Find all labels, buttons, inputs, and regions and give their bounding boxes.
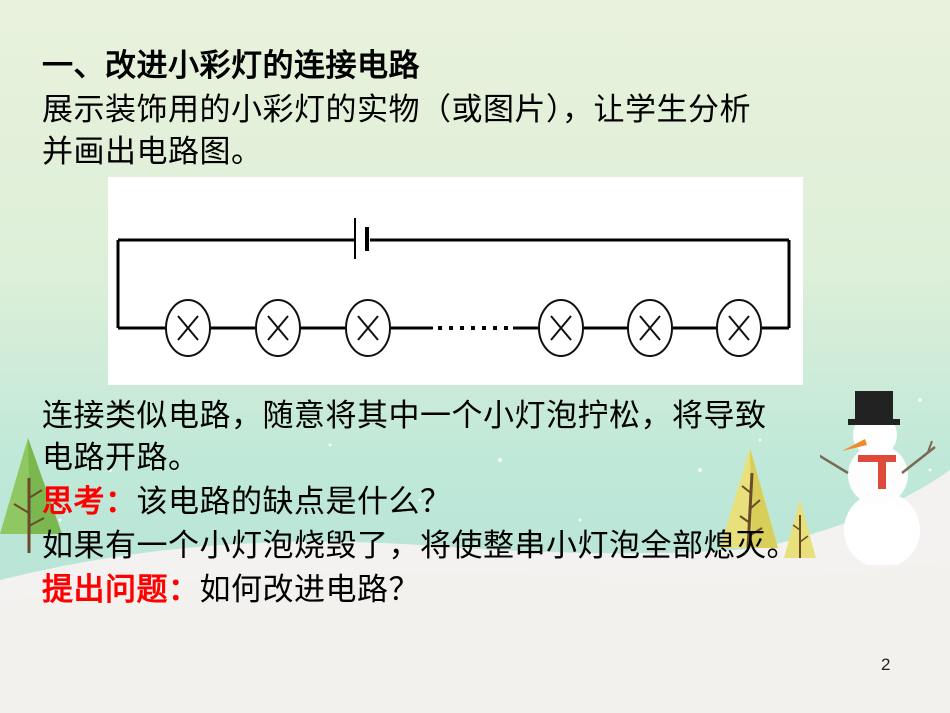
lamp-symbol: [255, 299, 301, 357]
pine-tree-icon: [0, 438, 62, 553]
intro-line-2: 并画出电路图。: [42, 134, 263, 170]
series-circuit-diagram: [108, 177, 803, 385]
lamp-symbol: [165, 299, 211, 357]
pine-tree-icon: [784, 500, 816, 558]
question-line: 提出问题：如何改进电路？: [42, 571, 420, 610]
pine-tree-icon: [720, 448, 778, 549]
battery-symbol: [354, 218, 369, 259]
question-text: 如何改进电路？: [199, 572, 420, 608]
think-line: 思考：该电路的缺点是什么？: [42, 483, 452, 522]
think-text: 该电路的缺点是什么？: [136, 484, 452, 520]
think-label: 思考：: [42, 484, 137, 520]
snowman-icon: [820, 391, 936, 565]
paragraph-line-2: 电路开路。: [42, 440, 200, 476]
paragraph-line-1: 连接类似电路，随意将其中一个小灯泡拧松，将导致: [42, 398, 767, 434]
intro-line-1: 展示装饰用的小彩灯的实物（或图片），让学生分析: [42, 92, 751, 128]
answer-line: 如果有一个小灯泡烧毁了，将使整串小灯泡全部熄灭。: [42, 528, 798, 564]
slide-heading: 一、改进小彩灯的连接电路: [42, 48, 420, 84]
lamp-symbol: [345, 299, 391, 357]
page-number: 2: [881, 655, 891, 674]
lamp-symbol: [716, 299, 762, 357]
lamp-symbol: [627, 299, 673, 357]
lamp-symbol: [538, 299, 584, 357]
question-label: 提出问题：: [42, 572, 200, 608]
